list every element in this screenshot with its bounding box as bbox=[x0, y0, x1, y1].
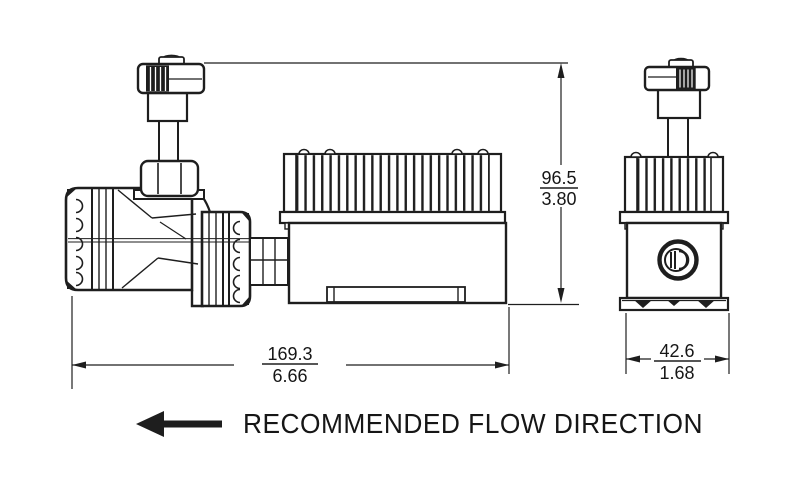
height-dimension-mm: 96.5 bbox=[541, 168, 576, 188]
length-dimension-mm: 169.3 bbox=[267, 344, 312, 364]
meter-body bbox=[287, 221, 508, 305]
height-dimension bbox=[204, 62, 579, 306]
width-dimension-mm: 42.6 bbox=[659, 341, 694, 361]
valve-stem bbox=[158, 120, 179, 163]
meter-body bbox=[625, 221, 723, 300]
adapter-fitting bbox=[249, 237, 289, 286]
knob-neck bbox=[656, 87, 702, 120]
knob-neck bbox=[146, 91, 189, 123]
hex-nut bbox=[139, 159, 200, 198]
valve-stem bbox=[667, 117, 689, 158]
knob-knurl bbox=[146, 65, 169, 92]
width-dimension-inch: 1.68 bbox=[659, 363, 694, 383]
width-dimension bbox=[625, 313, 730, 374]
end-view bbox=[618, 57, 730, 312]
arrow-left-dim-icon bbox=[72, 361, 86, 369]
flow-direction-label: RECOMMENDED FLOW DIRECTION bbox=[243, 408, 703, 439]
flow-direction-arrow-icon bbox=[136, 411, 222, 437]
length-dimension bbox=[71, 296, 510, 389]
arrow-left-dim-icon bbox=[626, 355, 640, 363]
heatsink-fins bbox=[282, 148, 503, 214]
height-dimension-inch: 3.80 bbox=[541, 189, 576, 209]
side-view bbox=[64, 54, 508, 308]
flow-direction-note: RECOMMENDED FLOW DIRECTION bbox=[136, 408, 703, 439]
outlet-fitting bbox=[200, 210, 252, 308]
arrow-right-dim-icon bbox=[715, 355, 729, 363]
arrow-right-dim-icon bbox=[495, 361, 509, 369]
label-recess bbox=[326, 286, 466, 303]
arrow-down-icon bbox=[557, 288, 565, 303]
adjustment-knob bbox=[643, 57, 711, 92]
heatsink-fins bbox=[623, 151, 725, 214]
length-dimension-inch: 6.66 bbox=[272, 366, 307, 386]
arrow-up-icon bbox=[557, 63, 565, 78]
body-step bbox=[190, 290, 204, 308]
knob-knurl bbox=[676, 68, 695, 89]
port-circle bbox=[657, 239, 699, 281]
adjustment-knob bbox=[136, 54, 206, 95]
base-plate bbox=[618, 296, 730, 312]
